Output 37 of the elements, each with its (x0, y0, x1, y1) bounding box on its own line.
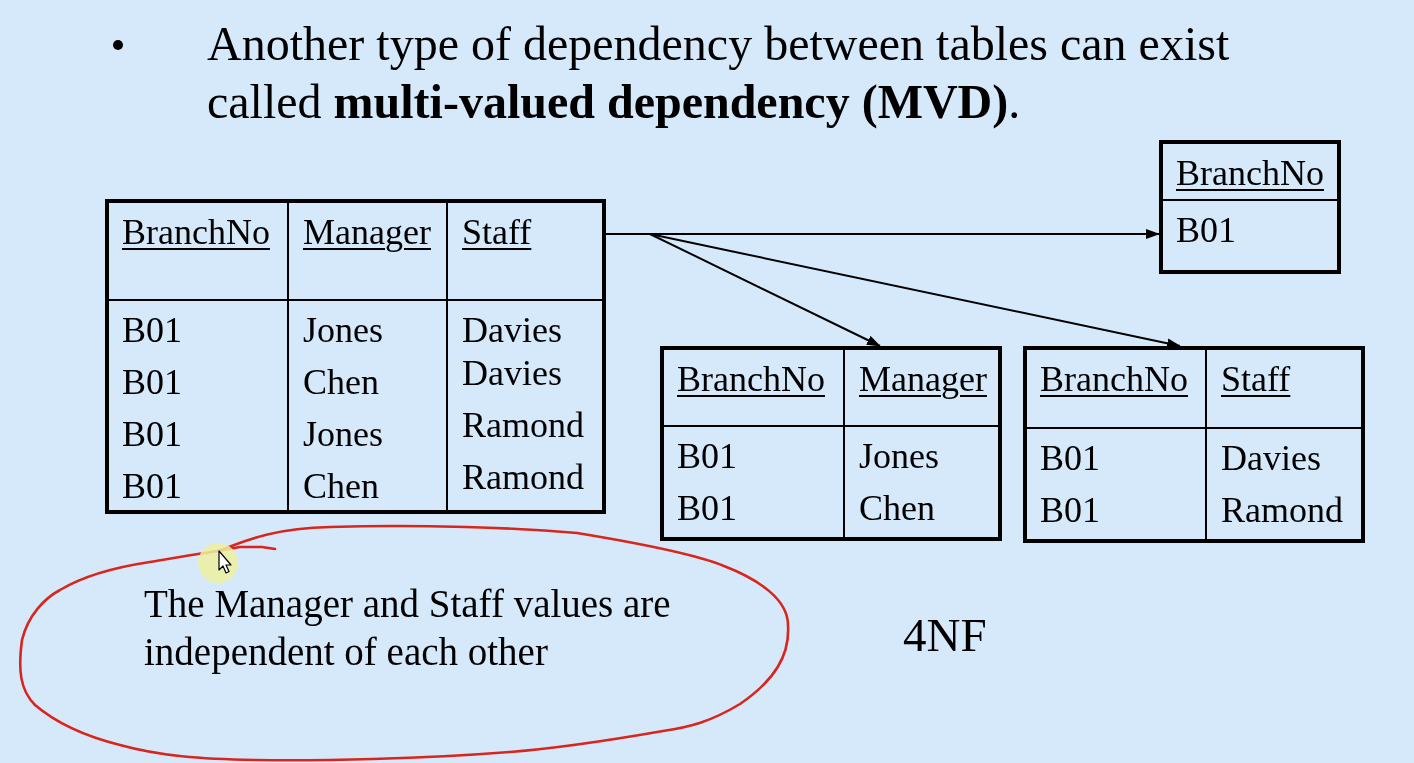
table-cell-text: Chen (303, 465, 379, 508)
column-header: BranchNo (1176, 153, 1324, 193)
relation-table (105, 199, 606, 514)
table-cell-text: B01 (1040, 437, 1100, 480)
relation-table (1159, 140, 1341, 274)
column-header: Manager (859, 359, 987, 399)
relation-table (1023, 346, 1365, 543)
table-cell-text: Jones (303, 309, 383, 352)
table-cell-text: Davies (462, 309, 562, 352)
table-cell-text: B01 (122, 361, 182, 404)
table-cell-text: Chen (303, 361, 379, 404)
table-cell-text: B01 (122, 413, 182, 456)
table-cell-text: B01 (677, 487, 737, 530)
table-cell-text: Ramond (462, 404, 584, 447)
table-cell-text: Jones (303, 413, 383, 456)
normal-form-label: 4NF (903, 612, 988, 659)
relation-table (660, 346, 1002, 541)
annotation-text: The Manager and Staff values are independent of each other (144, 581, 672, 676)
table-cell-text: B01 (1040, 489, 1100, 532)
table-cell-text: Chen (859, 487, 935, 530)
table-cell-text: B01 (122, 309, 182, 352)
column-header: BranchNo (677, 359, 825, 399)
column-header: Staff (1221, 359, 1291, 399)
table-cell-text: B01 (677, 435, 737, 478)
table-cell-text: Ramond (1221, 489, 1343, 532)
bullet-point-text: Another type of dependency between tables can exist called multi-valued dependency (MVD). (207, 16, 1231, 130)
table-cell-text: Ramond (462, 456, 584, 499)
column-header: BranchNo (1040, 359, 1188, 399)
column-header: Staff (462, 212, 532, 252)
table-cell-text: B01 (1176, 209, 1236, 252)
table-cell-text: Jones (859, 435, 939, 478)
table-cell-text: B01 (122, 465, 182, 508)
column-header: Manager (303, 212, 431, 252)
arrow (605, 233, 1181, 349)
table-cell-text: Davies (462, 352, 562, 395)
column-header: BranchNo (122, 212, 270, 252)
table-cell-text: Davies (1221, 437, 1321, 480)
